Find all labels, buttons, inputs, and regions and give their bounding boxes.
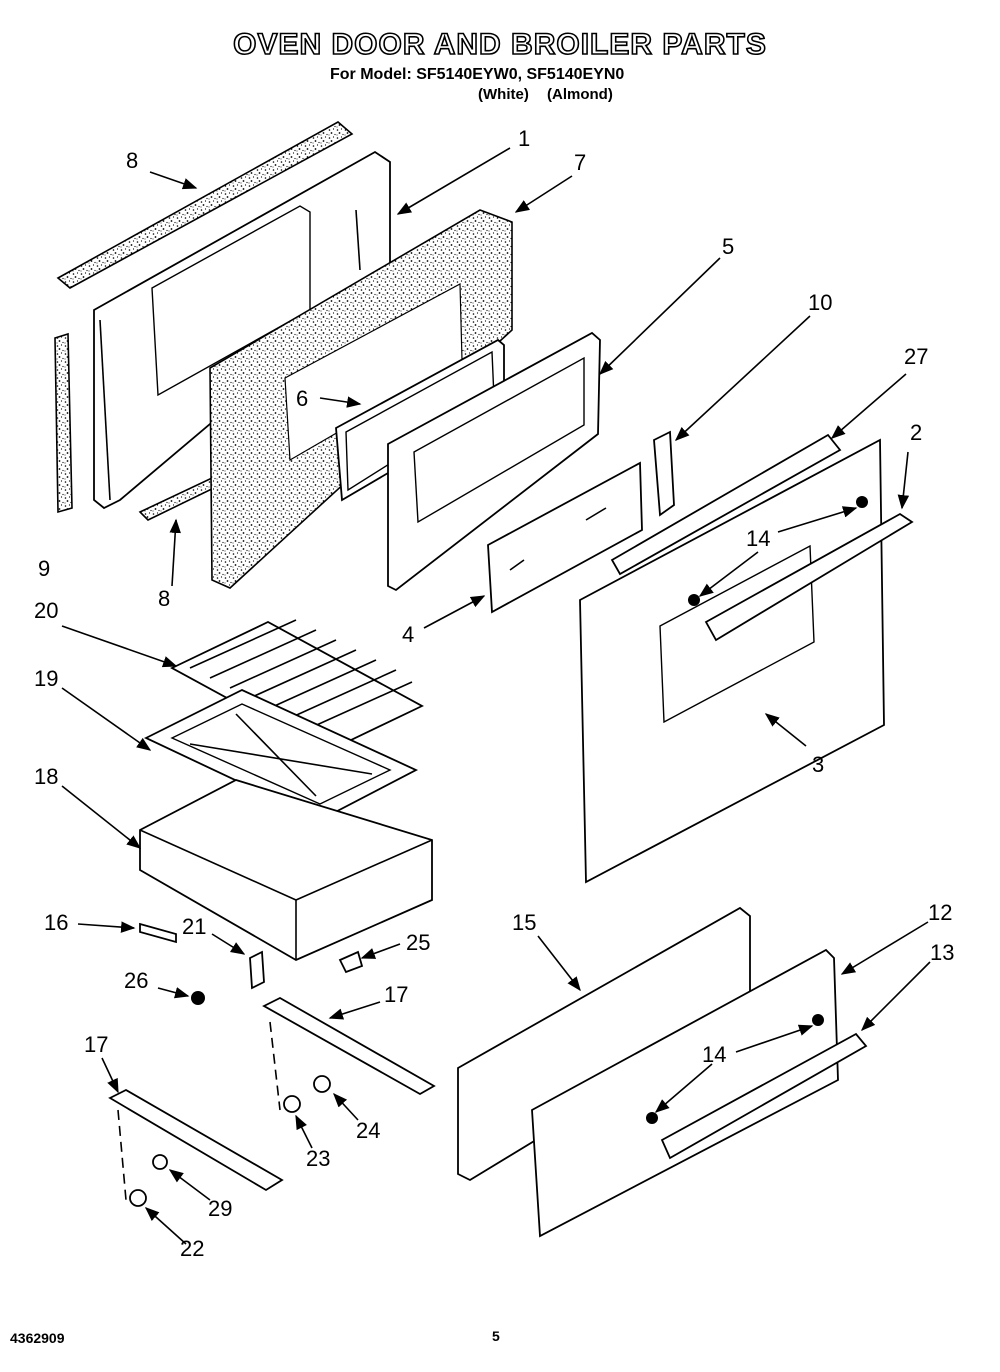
callout-1: 1 xyxy=(518,126,530,151)
callout-labels: 1 7 8 5 10 27 2 6 14 9 8 4 20 19 3 18 16… xyxy=(34,126,954,1261)
callout-16: 16 xyxy=(44,910,68,935)
callout-4: 4 xyxy=(402,622,414,647)
door-handle xyxy=(688,496,914,642)
door-hinge-clip xyxy=(653,430,675,517)
drawer-rail-lower xyxy=(108,1088,284,1192)
bumper-29 xyxy=(152,1154,168,1170)
gasket-side-strip xyxy=(54,332,73,514)
callout-14-upper: 14 xyxy=(746,526,770,551)
drawer-bracket xyxy=(338,950,364,974)
gasket-top-strip xyxy=(56,121,354,289)
callout-22: 22 xyxy=(180,1236,204,1261)
roller-22 xyxy=(129,1189,147,1207)
callout-5: 5 xyxy=(722,234,734,259)
roller-23 xyxy=(283,1095,301,1113)
callout-8-bottom: 8 xyxy=(158,586,170,611)
callout-24: 24 xyxy=(356,1118,380,1143)
page-title: OVEN DOOR AND BROILER PARTS xyxy=(232,27,767,62)
callout-17-lower: 17 xyxy=(84,1032,108,1057)
callout-26: 26 xyxy=(124,968,148,993)
callout-3: 3 xyxy=(812,752,824,777)
broiler-pan xyxy=(143,689,419,822)
page-number: 5 xyxy=(492,1328,500,1344)
broiler-door-handle xyxy=(646,1014,868,1160)
callout-14-lower: 14 xyxy=(702,1042,726,1067)
broiler-door-panel xyxy=(531,948,839,1238)
inner-door-frame xyxy=(93,150,391,510)
callout-6: 6 xyxy=(296,386,308,411)
callout-29: 29 xyxy=(208,1196,232,1221)
model-variants: (White) (Almond) xyxy=(478,86,627,103)
callout-21: 21 xyxy=(182,914,206,939)
callout-17-upper: 17 xyxy=(384,982,408,1007)
broiler-drawer xyxy=(139,779,433,962)
door-liner xyxy=(387,331,601,592)
callout-7: 7 xyxy=(574,150,586,175)
callout-13: 13 xyxy=(930,940,954,965)
callout-25: 25 xyxy=(406,930,430,955)
drawer-spring xyxy=(139,922,177,944)
document-number: 4362909 xyxy=(10,1330,65,1346)
variant-white: (White) xyxy=(478,86,529,103)
callout-8-top: 8 xyxy=(126,148,138,173)
gasket-bottom-strip xyxy=(138,476,220,521)
callout-12: 12 xyxy=(928,900,952,925)
callout-27: 27 xyxy=(904,344,928,369)
drawer-rail-upper xyxy=(262,996,436,1096)
callout-9: 9 xyxy=(38,556,50,581)
callout-15: 15 xyxy=(512,910,536,935)
model-line: For Model: SF5140EYW0, SF5140EYN0 xyxy=(330,66,625,83)
screw-26 xyxy=(191,991,205,1005)
callout-2: 2 xyxy=(910,420,922,445)
door-glass xyxy=(487,461,643,614)
callout-18: 18 xyxy=(34,764,58,789)
roller-24 xyxy=(313,1075,331,1093)
callout-23: 23 xyxy=(306,1146,330,1171)
callout-20: 20 xyxy=(34,598,58,623)
drawer-latch xyxy=(249,950,265,990)
variant-almond: (Almond) xyxy=(547,86,613,103)
callout-19: 19 xyxy=(34,666,58,691)
window-pack xyxy=(335,338,505,502)
callout-10: 10 xyxy=(808,290,832,315)
leader-lines xyxy=(61,147,931,1245)
